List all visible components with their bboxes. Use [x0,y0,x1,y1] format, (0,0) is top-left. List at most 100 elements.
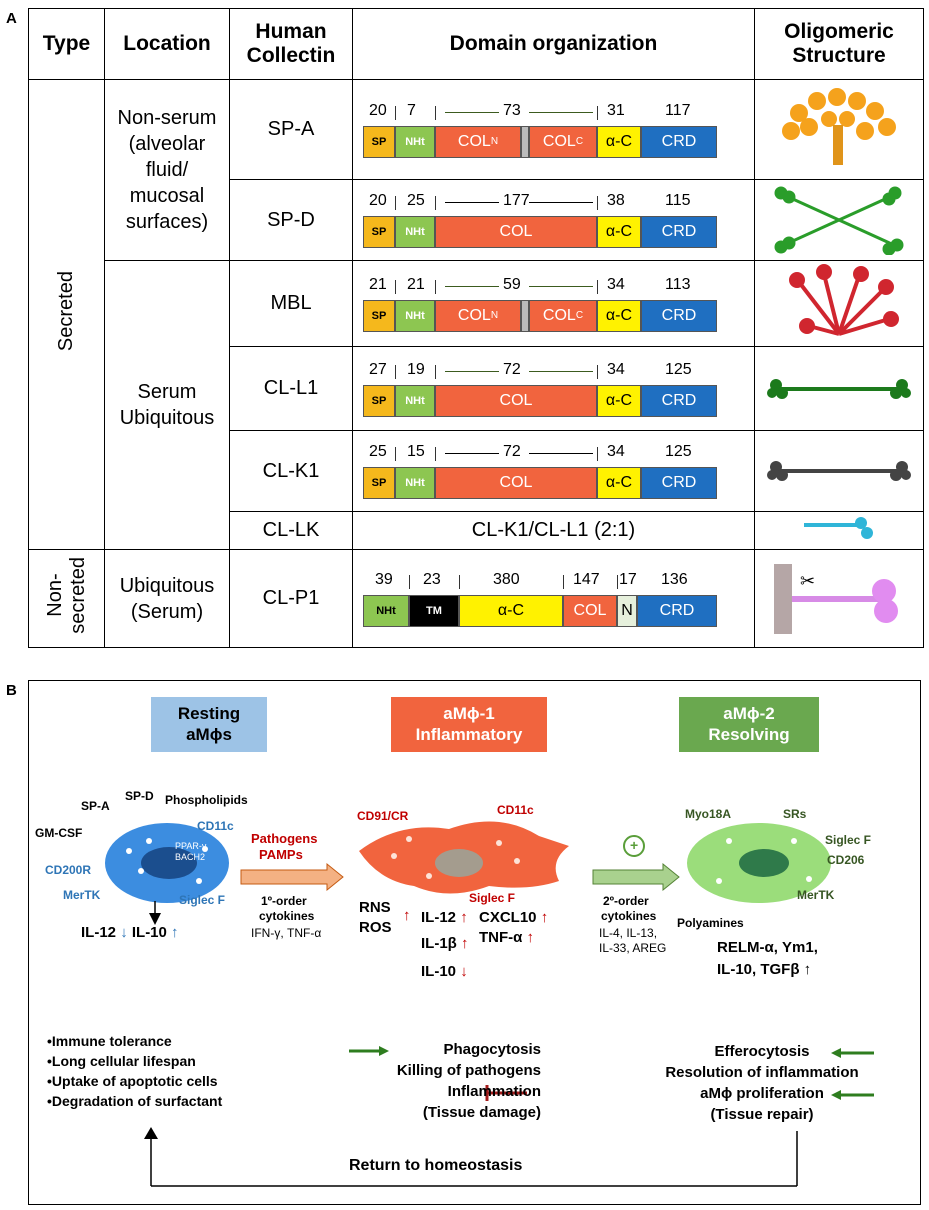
domain-tick [435,279,436,294]
residue-count: 136 [661,570,688,588]
collectin-name: SP-A [229,79,353,180]
collectin-name: CL-LK [229,511,353,550]
label-myo18a: Myo18A [685,807,732,821]
domain-tick [597,364,598,379]
collectin-name: CL-K1 [229,430,353,512]
label-tnfa: TNF-α ↑ [479,929,535,946]
label-polyamines: Polyamines [677,916,744,930]
mbl-oligomer-icon [789,263,899,336]
structure-spa [754,79,924,180]
domain-tick [597,196,598,210]
residue-count: 115 [665,192,691,209]
domain-tick [459,574,460,589]
domain-segment: CRD [641,216,717,248]
collectin-name: SP-D [229,179,353,261]
domain-segment: CRD [641,384,717,417]
residue-count: 27 [369,360,387,378]
domain-segment: CRD [637,594,717,627]
scissors-icon: ✂ [800,571,815,591]
span-arrow [529,202,593,203]
label-pamps: PAMPs [259,847,303,862]
residue-count: 34 [607,275,625,293]
domain-segment: α-C [597,216,641,248]
residue-count: 23 [423,570,441,588]
label-spa: SP-A [81,799,110,813]
collectin-table: Type Location Human Collectin Domain org… [28,8,924,648]
label-relm: RELM-α, Ym1, [717,939,818,956]
label-srs: SRs [783,807,807,821]
domain-tick [395,105,396,120]
panel-a-label: A [6,10,17,27]
residue-count: 72 [503,443,521,460]
residue-count: 21 [407,275,425,293]
label-cytokines2-list1: IL-4, IL-13, [599,926,658,940]
spd-oligomer-icon [774,186,904,255]
clp1-membrane-icon: ✂ [774,563,898,634]
type-secreted: Secreted [28,79,105,550]
cllk-oligomer-icon [804,516,873,539]
label-il10-tgf: IL-10, TGFβ ↑ [717,961,812,978]
label-cd200r: CD200R [45,863,92,877]
label-cxcl10: CXCL10 ↑ [479,909,549,926]
panel-b-drawing [105,821,874,1187]
domain-segment [521,299,529,332]
domain-segment: SP [363,384,395,417]
residue-count: 125 [665,360,692,378]
domain-tick [435,196,436,210]
label-il1b: IL-1β ↑ [421,935,469,952]
type-non-secreted: Non- secreted [28,549,105,648]
domain-tick [395,196,396,210]
label-mertk-rest: MerTK [63,888,101,902]
domain-tick [395,364,396,379]
domain-segment: α-C [597,125,641,158]
domain-row-cllk: CL-K1/CL-L1 (2:1) [352,511,755,550]
label-siglec-a2: Siglec F [825,833,872,847]
residue-count: 20 [369,101,387,119]
residue-count: 39 [375,570,393,588]
cll1-oligomer-icon [767,378,911,399]
label-spd: SP-D [125,789,154,803]
domain-segment: SP [363,216,395,248]
label-siglec-rest: Siglec F [179,893,226,907]
label-il12-a1: IL-12 ↑ [421,909,468,926]
span-arrow [529,370,593,372]
label-bach2: BACH2 [175,852,206,862]
label-cytokines1a: 1º-order [261,894,307,908]
residue-count: 34 [607,443,625,460]
residue-count: 73 [503,101,521,119]
residue-count: 125 [665,443,692,460]
residue-count: 147 [573,570,600,588]
label-rns: RNS [359,899,391,916]
residue-count: 21 [369,275,387,293]
header-oligomeric: Oligomeric Structure [754,8,924,80]
span-arrow [445,202,499,203]
spa-oligomer-icon [782,87,896,165]
label-cytokines2a: 2º-order [603,894,649,908]
span-arrow [529,453,593,454]
domain-segment: COL [435,384,597,417]
label-siglec-a1: Siglec F [469,891,516,905]
domain-segment: α-C [597,467,641,499]
domain-segment: TM [409,594,459,627]
label-mertk-a2: MerTK [797,888,835,902]
residue-count: 25 [407,192,425,209]
label-il10-a1: IL-10 ↓ [421,963,468,980]
structure-clp1: ✂ [754,549,924,648]
domain-segment: COL [563,594,617,627]
residue-count: 113 [665,275,691,293]
domain-tick [395,447,396,461]
span-arrow [529,285,593,287]
location-ubiquitous-serum: Ubiquitous (Serum) [104,549,230,648]
header-location: Location [104,8,230,80]
label-cd11c-a1: CD11c [497,803,534,817]
label-ros: ROS [359,919,392,936]
domain-tick [409,574,410,589]
